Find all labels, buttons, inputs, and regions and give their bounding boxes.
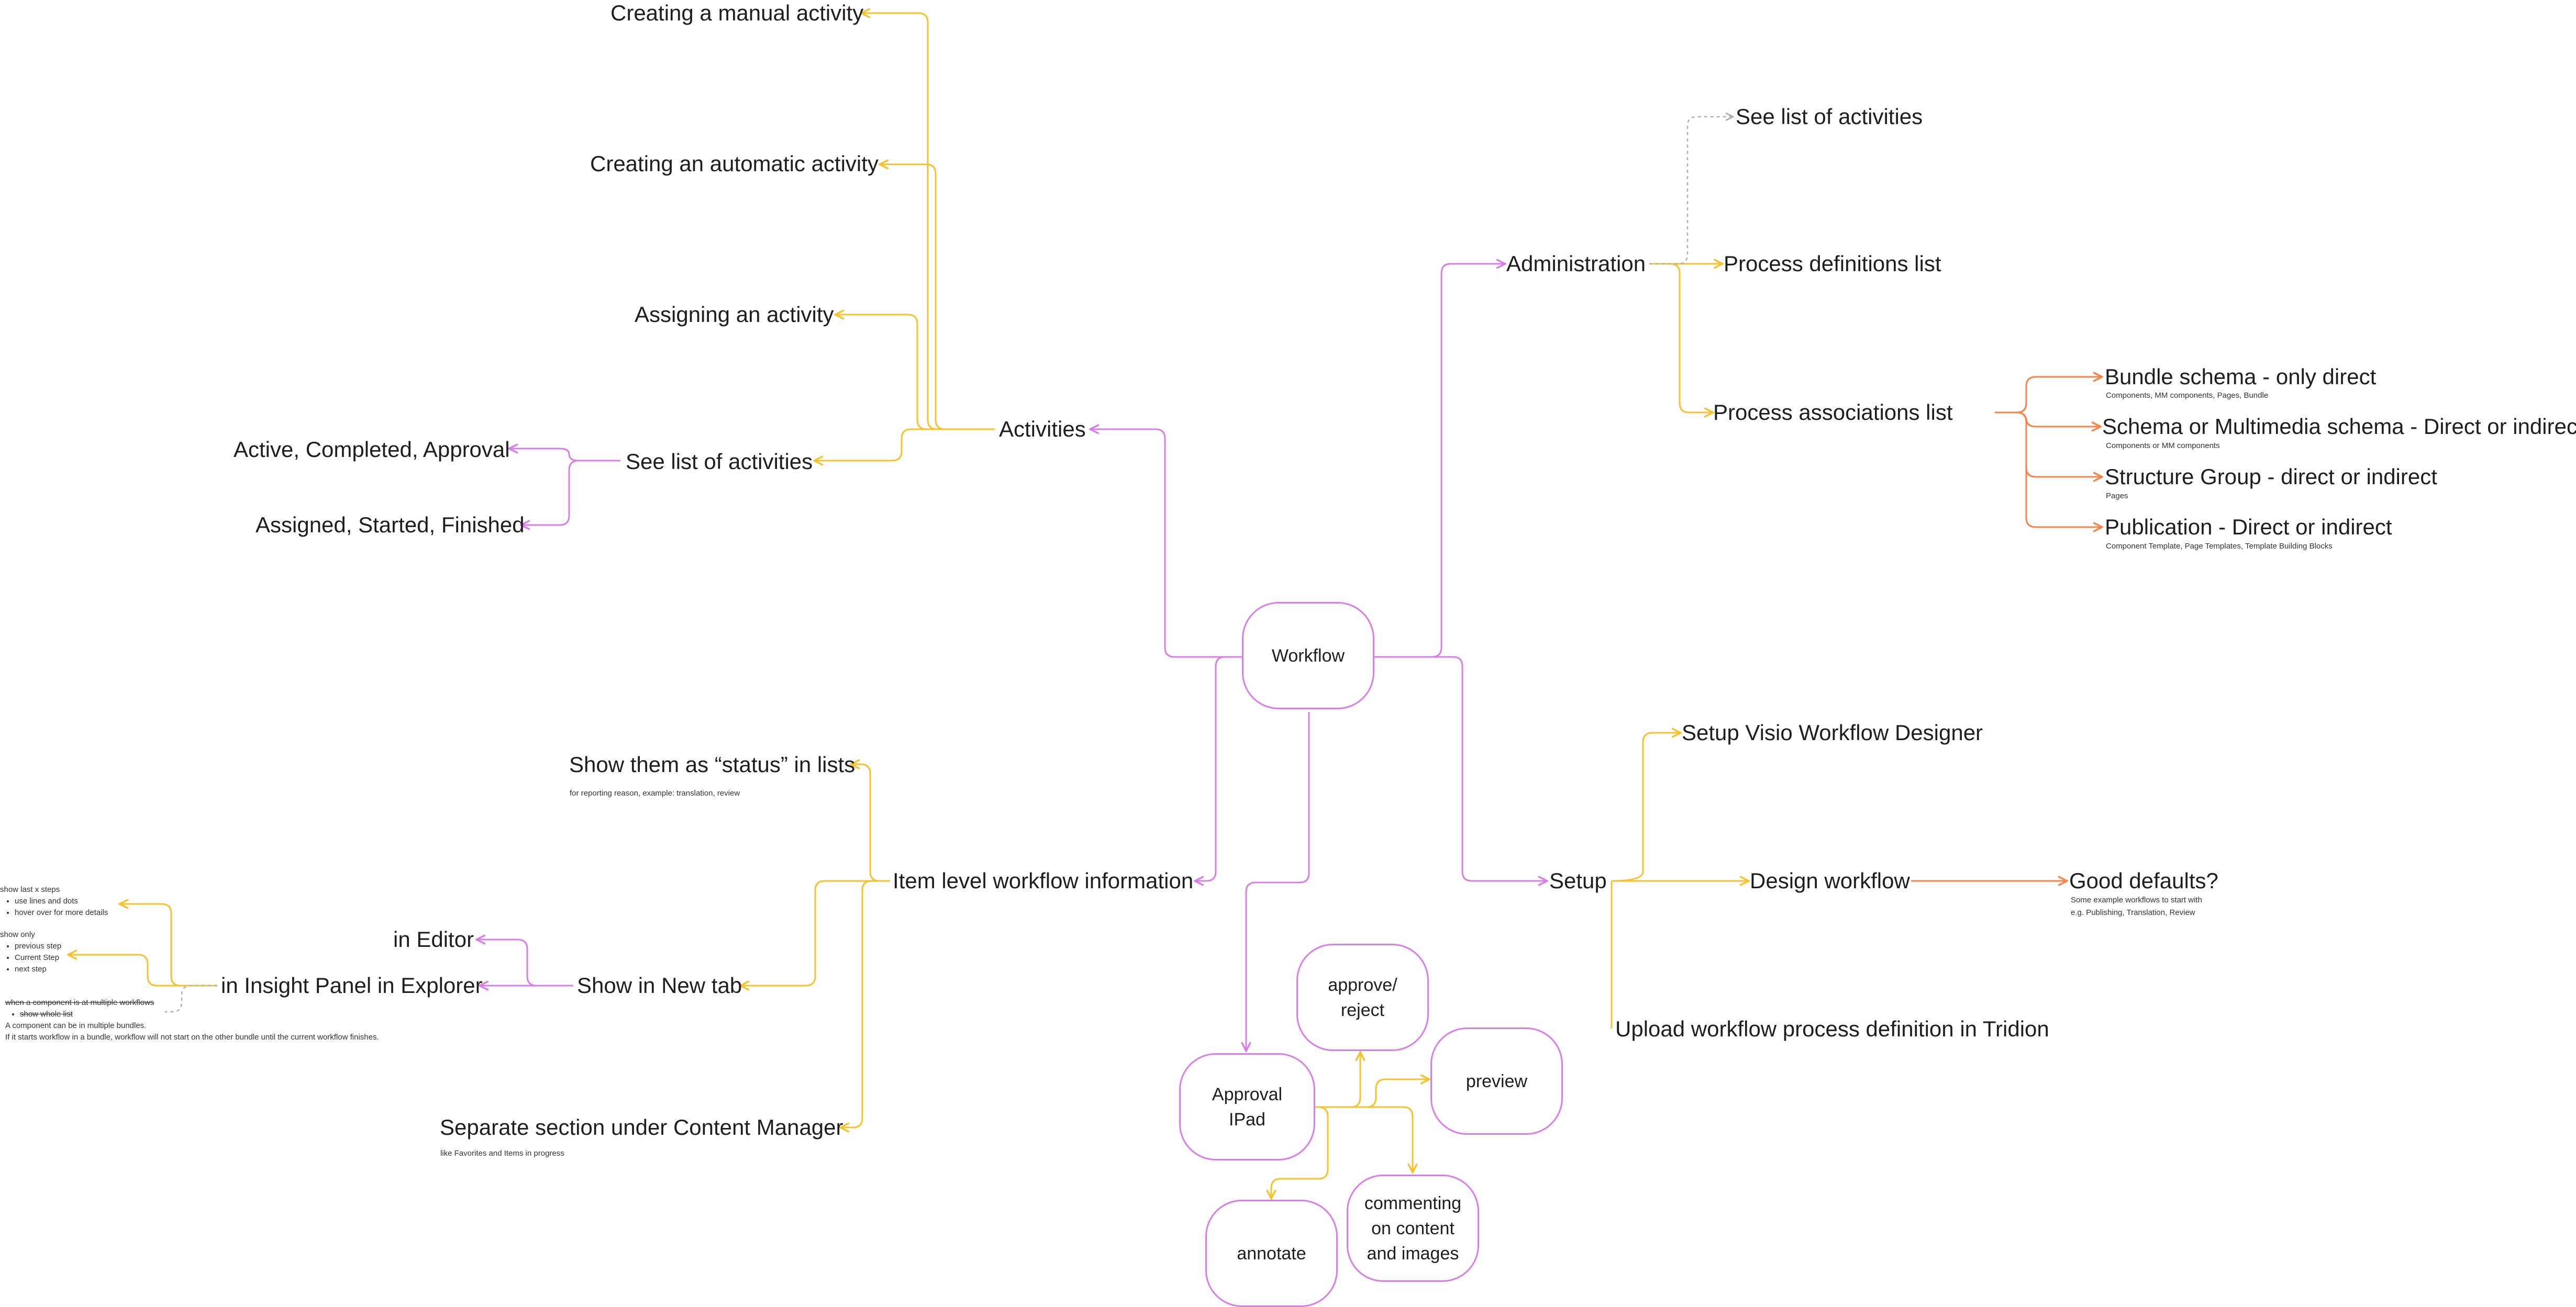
note-item: next step	[15, 964, 61, 975]
insight-note-last-steps: show last x steps use lines and dots hov…	[0, 884, 108, 919]
link-see-list-sub1	[509, 449, 620, 462]
activity-item-manual[interactable]: Creating a manual activity	[610, 1, 864, 25]
link-in-editor	[476, 940, 573, 987]
item-status-in-lists[interactable]: Show them as “status” in lists	[569, 752, 856, 777]
approval-ipad-label: Approval IPad	[1212, 1084, 1283, 1130]
association-structure-group[interactable]: Structure Group - direct or indirect	[2105, 464, 2437, 489]
item-insight-panel[interactable]: in Insight Panel in Explorer	[221, 973, 483, 998]
link-activities	[1090, 429, 1242, 658]
preview-label: preview	[1465, 1071, 1528, 1091]
item-in-editor[interactable]: in Editor	[393, 927, 474, 952]
good-defaults-note-1: Some example workflows to start with	[2071, 896, 2202, 904]
admin-item-process-associations[interactable]: Process associations list	[1713, 400, 1953, 425]
link-item-level	[1195, 656, 1242, 881]
note-item: hover over for more details	[15, 907, 108, 919]
association-bundle-schema[interactable]: Bundle schema - only direct	[2105, 364, 2377, 389]
annotate-label: annotate	[1237, 1243, 1306, 1264]
setup-node[interactable]: Setup	[1549, 868, 1607, 893]
activity-item-assigning[interactable]: Assigning an activity	[635, 302, 834, 327]
note-item: use lines and dots	[15, 896, 108, 907]
item-separate-section[interactable]: Separate section under Content Manager	[440, 1115, 843, 1140]
link-see-list-sub2	[521, 460, 620, 525]
association-schema[interactable]: Schema or Multimedia schema - Direct or …	[2102, 414, 2576, 439]
preview-node[interactable]: preview	[1430, 1027, 1563, 1135]
activity-item-automatic[interactable]: Creating an automatic activity	[590, 151, 879, 176]
item-level-node[interactable]: Item level workflow information	[893, 868, 1194, 893]
approve-reject-node[interactable]: approve/ reject	[1296, 944, 1429, 1051]
administration-node[interactable]: Administration	[1506, 251, 1646, 276]
insight-note-show-only: show only previous step Current Step nex…	[0, 929, 61, 975]
item-separate-note: like Favorites and Items in progress	[440, 1149, 564, 1158]
association-bundle-schema-note: Components, MM components, Pages, Bundle	[2106, 391, 2269, 400]
note-item: previous step	[15, 941, 61, 952]
setup-item-upload[interactable]: Upload workflow process definition in Tr…	[1615, 1016, 2049, 1041]
commenting-node[interactable]: commenting on content and images	[1347, 1175, 1479, 1282]
commenting-label: commenting on content and images	[1364, 1193, 1462, 1264]
activity-status-group-2[interactable]: Assigned, Started, Finished	[256, 512, 525, 537]
link-administration	[1374, 264, 1505, 658]
admin-item-see-list[interactable]: See list of activities	[1736, 104, 1923, 129]
association-schema-note: Components or MM components	[2106, 441, 2220, 450]
association-structure-group-note: Pages	[2106, 491, 2128, 500]
setup-item-design-workflow[interactable]: Design workflow	[1750, 868, 1910, 893]
link-approval	[1246, 712, 1310, 1051]
association-publication-note: Component Template, Page Templates, Temp…	[2106, 542, 2333, 551]
setup-item-visio[interactable]: Setup Visio Workflow Designer	[1682, 720, 1983, 745]
activities-node[interactable]: Activities	[999, 417, 1086, 441]
item-status-note: for reporting reason, example: translati…	[570, 789, 740, 798]
activity-status-group-1[interactable]: Active, Completed, Approval	[234, 437, 510, 462]
annotate-node[interactable]: annotate	[1205, 1200, 1338, 1307]
insight-note-multiple-workflows: when a component is at multiple workflow…	[5, 997, 379, 1043]
item-show-new-tab[interactable]: Show in New tab	[577, 973, 742, 998]
note-item: Current Step	[15, 952, 61, 964]
note-item: show whole list	[20, 1009, 379, 1020]
association-publication[interactable]: Publication - Direct or indirect	[2105, 515, 2392, 539]
activity-item-see-list[interactable]: See list of activities	[626, 449, 813, 474]
approve-reject-label: approve/ reject	[1328, 975, 1397, 1020]
workflow-center-label: Workflow	[1271, 645, 1345, 666]
workflow-center-node[interactable]: Workflow	[1242, 602, 1374, 709]
admin-item-process-definitions[interactable]: Process definitions list	[1724, 251, 1941, 276]
good-defaults-note-2: e.g. Publishing, Translation, Review	[2071, 908, 2195, 917]
good-defaults-node[interactable]: Good defaults?	[2069, 868, 2218, 893]
approval-ipad-node[interactable]: Approval IPad	[1179, 1053, 1315, 1160]
link-setup	[1374, 656, 1547, 881]
